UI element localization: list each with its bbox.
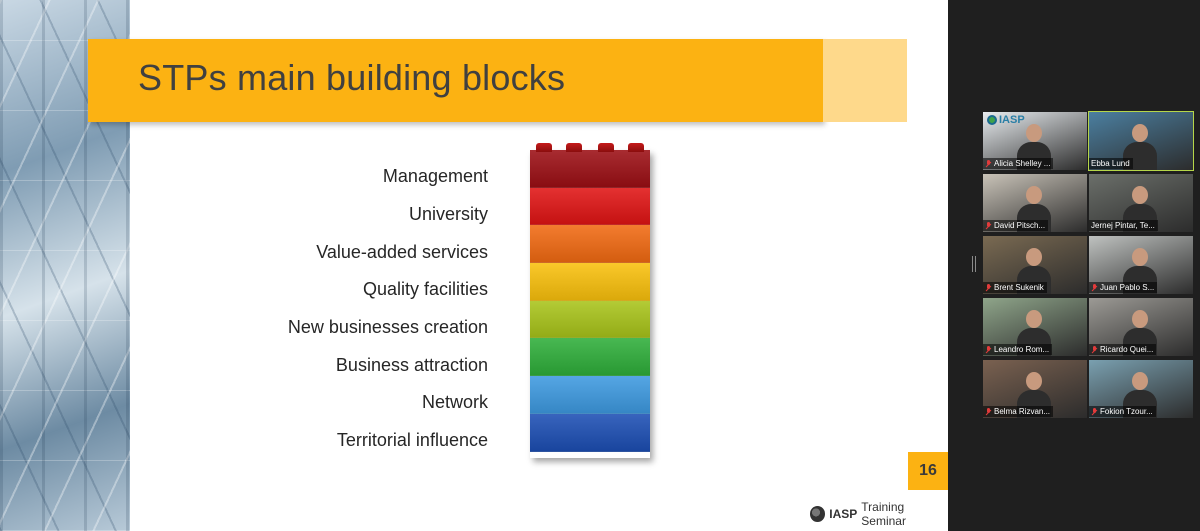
participant-name: Juan Pablo S... xyxy=(1100,283,1155,292)
participant-name-tag: Alicia Shelley ... xyxy=(983,158,1054,169)
title-banner: STPs main building blocks xyxy=(88,39,823,122)
iasp-logo-icon xyxy=(810,506,826,522)
participant-name-tag: Leandro Rom... xyxy=(983,344,1053,355)
participant-name: Alicia Shelley ... xyxy=(994,159,1051,168)
participant-video-tile[interactable]: IASP Alicia Shelley ... xyxy=(983,112,1087,170)
participant-video-tile[interactable]: David Pitsch... xyxy=(983,174,1087,232)
participant-name-tag: Ebba Lund xyxy=(1089,158,1133,169)
page-number-badge: 16 xyxy=(908,452,948,490)
participant-video-tile[interactable]: Juan Pablo S... xyxy=(1089,236,1193,294)
participant-video-tile[interactable]: Brent Sukenik xyxy=(983,236,1087,294)
lego-brick xyxy=(530,150,650,188)
participant-avatar xyxy=(1123,372,1157,418)
participant-name: Ricardo Quei... xyxy=(1100,345,1154,354)
mic-muted-icon xyxy=(985,345,992,354)
mic-muted-icon xyxy=(1091,345,1098,354)
mic-muted-icon xyxy=(1091,407,1098,416)
lego-brick xyxy=(530,338,650,377)
mic-muted-icon xyxy=(985,159,992,168)
lego-brick xyxy=(530,376,650,414)
brick-stud xyxy=(536,143,552,152)
participant-video-tile[interactable]: Fokion Tzour... xyxy=(1089,360,1193,418)
participant-name: Belma Rizvan... xyxy=(994,407,1051,416)
block-label: Business attraction xyxy=(335,354,488,375)
mic-muted-icon xyxy=(1091,283,1098,292)
participant-name: David Pitsch... xyxy=(994,221,1046,230)
participant-name: Leandro Rom... xyxy=(994,345,1050,354)
participant-video-tile[interactable]: Ricardo Quei... xyxy=(1089,298,1193,356)
participant-video-tile[interactable]: Jernej Pintar, Te... xyxy=(1089,174,1193,232)
participant-video-tile[interactable]: Leandro Rom... xyxy=(983,298,1087,356)
mic-muted-icon xyxy=(985,283,992,292)
participant-name-tag: Juan Pablo S... xyxy=(1089,282,1158,293)
participant-name-tag: Ricardo Quei... xyxy=(1089,344,1157,355)
lego-brick xyxy=(530,413,650,452)
brick-stud xyxy=(628,143,644,152)
brick-stud xyxy=(598,143,614,152)
participant-name-tag: David Pitsch... xyxy=(983,220,1049,231)
block-label: Value-added services xyxy=(316,241,488,262)
block-label: Territorial influence xyxy=(336,430,488,451)
tile-logo-text: IASP xyxy=(999,114,1025,126)
block-label: University xyxy=(408,204,488,225)
lego-brick xyxy=(530,187,650,226)
participant-name-tag: Fokion Tzour... xyxy=(1089,406,1156,417)
lego-brick xyxy=(530,263,650,301)
lego-brick-tower xyxy=(530,143,650,458)
participant-name-tag: Brent Sukenik xyxy=(983,282,1047,293)
iasp-logo-icon xyxy=(987,115,997,125)
panel-resize-handle[interactable] xyxy=(972,256,976,272)
participant-video-tile[interactable]: Belma Rizvan... xyxy=(983,360,1087,418)
block-label: Management xyxy=(382,166,488,187)
participant-name: Jernej Pintar, Te... xyxy=(1091,221,1155,230)
footer-brand: IASP Training Seminar xyxy=(810,500,948,528)
slide-title: STPs main building blocks xyxy=(138,57,566,98)
footer-brand-text: Training Seminar xyxy=(861,500,906,528)
lego-brick xyxy=(530,300,650,339)
participant-name: Fokion Tzour... xyxy=(1100,407,1153,416)
block-label: Network xyxy=(421,392,488,413)
participant-name: Brent Sukenik xyxy=(994,283,1044,292)
brick-stud xyxy=(566,143,582,152)
title-banner-accent xyxy=(823,39,907,122)
participant-video-tile[interactable]: Ebba Lund xyxy=(1088,111,1194,171)
participant-name-tag: Jernej Pintar, Te... xyxy=(1089,220,1158,231)
mic-muted-icon xyxy=(985,221,992,230)
footer-brand-strong: IASP xyxy=(829,507,858,521)
block-label: Quality facilities xyxy=(362,279,488,300)
participant-name-tag: Belma Rizvan... xyxy=(983,406,1054,417)
lego-brick xyxy=(530,225,650,264)
mic-muted-icon xyxy=(985,407,992,416)
participant-name: Ebba Lund xyxy=(1091,159,1130,168)
block-label: New businesses creation xyxy=(287,317,488,338)
